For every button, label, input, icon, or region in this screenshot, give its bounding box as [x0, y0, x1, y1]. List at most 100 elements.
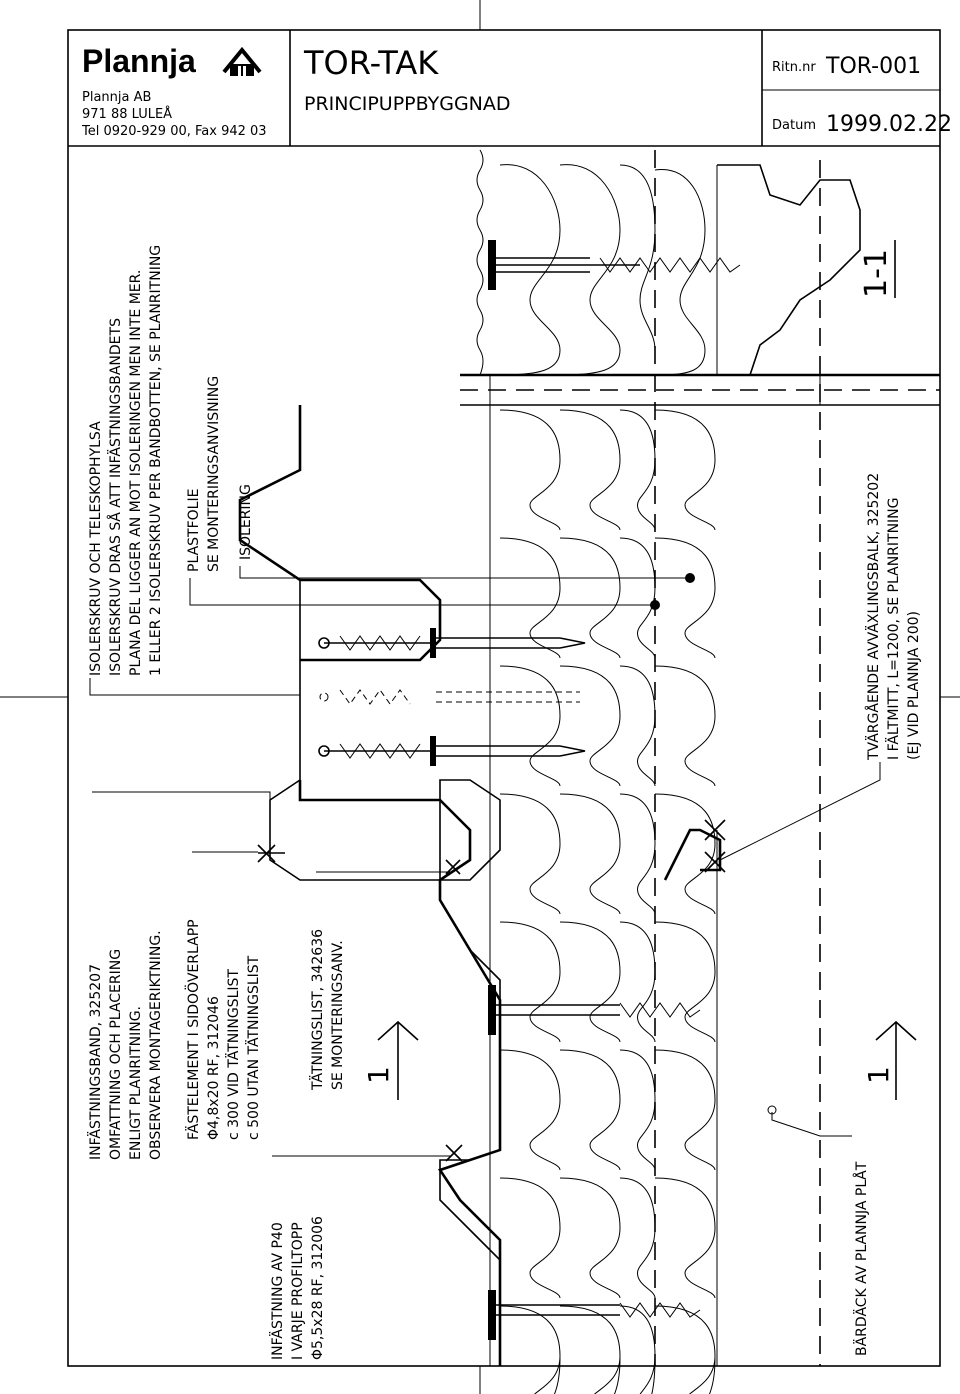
section-title: 1-1 [859, 240, 896, 298]
annotation-isolerskruv: ISOLERSKRUV OCH TELESKOPHYLSA ISOLERSKRU… [88, 245, 164, 676]
insulation-lobe [654, 409, 716, 531]
insulation-lobe [559, 921, 621, 1043]
company-logo: Plannja [82, 43, 196, 79]
drawing-subtitle: PRINCIPUPPBYGGNAD [304, 93, 511, 115]
screw-2-dashed [319, 689, 580, 705]
company-phone: Tel 0920-929 00, Fax 942 03 [81, 124, 267, 139]
insulation-lobe [499, 409, 561, 531]
section-cut-markers: 1 1 [362, 1020, 917, 1100]
insulation-lobe [619, 409, 656, 531]
insulation-lobe [654, 793, 716, 915]
svg-text:TVÄRGÅENDE AVVÄXLINGSBALK, 325: TVÄRGÅENDE AVVÄXLINGSBALK, 325202 [864, 473, 882, 761]
svg-text:PLANA DEL LIGGER AN MOT ISOLER: PLANA DEL LIGGER AN MOT ISOLERINGEN MEN … [128, 270, 144, 676]
insulation-lobe [619, 1177, 656, 1299]
insulation-lobe [499, 665, 561, 787]
insulation-lobe [559, 1305, 621, 1394]
insulation-lobe [559, 537, 621, 659]
insulation-upper [499, 164, 706, 376]
svg-text:INFÄSTNING AV P40: INFÄSTNING AV P40 [268, 1222, 286, 1360]
screw-lower-1 [488, 985, 701, 1035]
insulation-lobe [619, 1049, 656, 1171]
insulation-lobe [654, 1049, 716, 1171]
drawing-date: 1999.02.22 [826, 112, 952, 137]
leader-lines [89, 566, 881, 1157]
insulation-lobe [499, 1177, 561, 1299]
roof-deck-profile [238, 405, 442, 662]
svg-text:c 500 UTAN TÄTNINGSLIST: c 500 UTAN TÄTNINGSLIST [244, 955, 262, 1140]
insulation-lobe [499, 537, 561, 659]
roof-sheet-profile [239, 405, 501, 1290]
layer-lines [460, 150, 940, 1366]
insulation-lobe [619, 921, 656, 1043]
annotation-infastningsband: INFÄSTNINGSBAND, 325207 OMFATTNING OCH P… [86, 930, 164, 1160]
cut-marker-right-label: 1 [862, 1066, 895, 1084]
insulation-lobe [559, 665, 621, 787]
svg-text:ENLIGT PLANRITNING.: ENLIGT PLANRITNING. [128, 1006, 144, 1160]
drawing-title: TOR-TAK [303, 44, 439, 82]
svg-text:Φ5,5x28 RF, 312006: Φ5,5x28 RF, 312006 [310, 1216, 326, 1360]
screw-lower-2 [488, 1290, 701, 1340]
insulation-lobe [654, 921, 716, 1043]
insulation-lobe [499, 1305, 561, 1394]
screw-1 [318, 628, 586, 658]
insulation-lobe [654, 1305, 716, 1394]
drawing-frame [67, 29, 941, 1367]
svg-text:TÄTNINGSLIST, 342636: TÄTNINGSLIST, 342636 [308, 929, 326, 1091]
insulation-lobe [559, 793, 621, 915]
insulation-lobe [619, 665, 656, 787]
house-icon [222, 46, 262, 76]
insulation-lobe [619, 1305, 656, 1394]
roof-sheet-upper [717, 164, 861, 376]
annotation-bardack: BÄRDÄCK AV PLANNJA PLÅT [852, 1161, 870, 1356]
annotation-isolering: ISOLERING [238, 484, 254, 560]
insulation-lobe [499, 793, 561, 915]
svg-text:ISOLERING: ISOLERING [238, 484, 254, 560]
svg-text:ISOLERSKRUV DRAS SÅ ATT INFÄST: ISOLERSKRUV DRAS SÅ ATT INFÄSTNINGSBANDE… [106, 318, 124, 676]
title-block: Plannja Plannja AB 971 88 LULEÅ Tel 0920… [68, 30, 952, 147]
annotation-infastning-p40: INFÄSTNING AV P40 I VARJE PROFILTOPP Φ5,… [268, 1216, 326, 1360]
svg-text:INFÄSTNINGSBAND, 325207: INFÄSTNINGSBAND, 325207 [86, 964, 104, 1160]
svg-text:I VARJE PROFILTOPP: I VARJE PROFILTOPP [290, 1222, 306, 1360]
drawing-number-label: Ritn.nr [772, 60, 816, 75]
cut-marker-left-label: 1 [362, 1066, 395, 1084]
insulation-lobe [619, 537, 656, 659]
svg-text:(EJ VID PLANNJA 200): (EJ VID PLANNJA 200) [906, 611, 922, 760]
screw-3 [318, 736, 586, 766]
annotation-fastelement: FÄSTELEMENT I SIDOÖVERLAPP Φ4,8x20 RF, 3… [184, 919, 262, 1140]
insulation-lobe [559, 409, 621, 531]
insulation-lobe [499, 921, 561, 1043]
isolerskruv-group [318, 628, 701, 1340]
insulation-lobe [619, 793, 656, 915]
svg-text:PLASTFOLIE: PLASTFOLIE [186, 489, 202, 572]
insulation-lobe [499, 1049, 561, 1171]
svg-text:SE MONTERINGSANV.: SE MONTERINGSANV. [330, 940, 346, 1090]
svg-text:FÄSTELEMENT I SIDOÖVERLAPP: FÄSTELEMENT I SIDOÖVERLAPP [184, 919, 202, 1140]
date-label: Datum [772, 118, 816, 133]
svg-text:c 300 VID TÄTNINGSLIST: c 300 VID TÄTNINGSLIST [224, 969, 242, 1140]
svg-text:OBSERVERA MONTAGERIKTNING.: OBSERVERA MONTAGERIKTNING. [148, 930, 164, 1160]
annotation-tvargaende: TVÄRGÅENDE AVVÄXLINGSBALK, 325202 I FÄLT… [864, 473, 922, 761]
fastener-symbols [257, 819, 726, 1162]
svg-text:SE MONTERINGSANVISNING: SE MONTERINGSANVISNING [206, 376, 222, 572]
insulation-lobe [559, 1049, 621, 1171]
insulation-lobe [654, 537, 716, 659]
section-11-label: 1-1 [859, 249, 894, 298]
tvargaende-avvaxlingsbalk [663, 828, 722, 881]
isolerskruv-upper [488, 240, 741, 290]
drawing-number: TOR-001 [825, 54, 921, 79]
svg-text:I FÄLTMITT, L=1200, SE PLANRIT: I FÄLTMITT, L=1200, SE PLANRITNING [884, 498, 902, 761]
company-address: 971 88 LULEÅ [82, 106, 172, 122]
insulation-main [499, 409, 716, 1394]
svg-text:OMFATTNING OCH PLACERING: OMFATTNING OCH PLACERING [108, 949, 124, 1160]
break-line [476, 149, 484, 376]
company-name: Plannja AB [82, 90, 151, 105]
insulation-lobe [654, 665, 716, 787]
svg-text:BÄRDÄCK AV PLANNJA PLÅT: BÄRDÄCK AV PLANNJA PLÅT [852, 1161, 870, 1356]
roof-deck-profile-lower [298, 780, 502, 1366]
insulation-lobe [654, 1177, 716, 1299]
svg-text:1 ELLER 2 ISOLERSKRUV PER BAND: 1 ELLER 2 ISOLERSKRUV PER BANDBOTTEN, SE… [148, 245, 164, 676]
annotation-plastfolie: PLASTFOLIE SE MONTERINGSANVISNING [186, 376, 222, 572]
svg-text:ISOLERSKRUV OCH TELESKOPHYLSA: ISOLERSKRUV OCH TELESKOPHYLSA [88, 421, 104, 676]
